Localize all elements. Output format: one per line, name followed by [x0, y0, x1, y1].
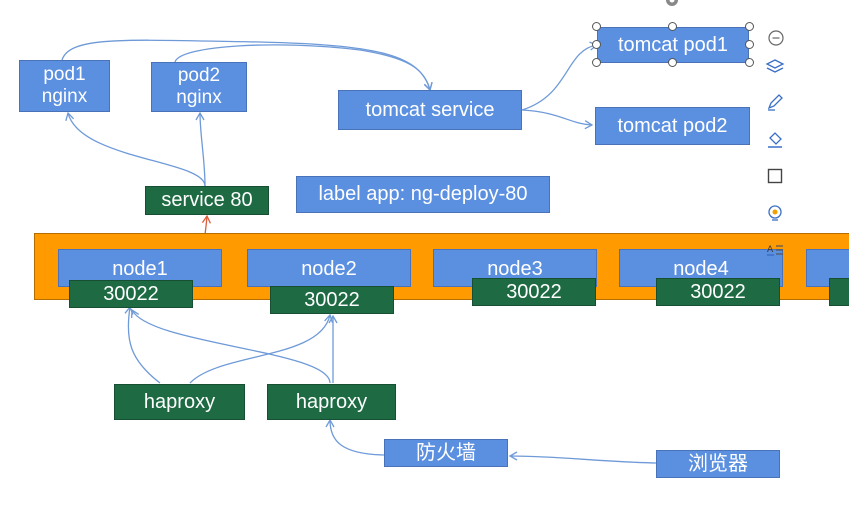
node1-box[interactable]: node1	[58, 249, 222, 287]
node2-port: 30022	[304, 288, 360, 311]
tomcat-service-box[interactable]: tomcat service	[338, 90, 522, 130]
square-outline-icon	[767, 168, 783, 184]
haproxy1-to-node1-line	[124, 305, 161, 384]
service-to-pod1-line	[65, 111, 206, 187]
tomcat-service-label: tomcat service	[365, 98, 495, 121]
service-to-pod2-line	[195, 111, 206, 187]
text-format-icon: A	[767, 245, 783, 256]
pod1-app: nginx	[41, 86, 88, 107]
lightbulb-icon	[768, 205, 782, 221]
pen-button[interactable]	[764, 91, 786, 113]
tomcat-pod1-box[interactable]: tomcat pod1	[597, 27, 749, 63]
service80-box[interactable]: service 80	[145, 186, 269, 215]
node1-port-box[interactable]: 30022	[69, 280, 193, 308]
resize-handle-t[interactable]	[668, 22, 677, 31]
layers-icon	[765, 59, 785, 73]
node2-box[interactable]: node2	[247, 249, 411, 287]
collapse-button[interactable]	[765, 27, 787, 49]
tomcat-pod1-label: tomcat pod1	[617, 33, 729, 56]
haproxy2-to-node1-line	[131, 308, 331, 384]
resize-handle-tl[interactable]	[592, 22, 601, 31]
node4-port: 30022	[690, 280, 746, 303]
resize-handle-b[interactable]	[668, 58, 677, 67]
resize-handle-l[interactable]	[592, 40, 601, 49]
effects-button[interactable]	[764, 202, 786, 224]
svg-text:A: A	[767, 245, 774, 255]
rotate-handle-icon[interactable]	[662, 0, 682, 10]
paint-bucket-icon	[768, 132, 782, 148]
resize-handle-br[interactable]	[745, 58, 754, 67]
service80-label: service 80	[161, 189, 253, 211]
haproxy1-to-node2-line	[189, 313, 333, 384]
pod2-to-tomcat-line	[174, 44, 433, 92]
text-format-button[interactable]: A	[764, 240, 786, 262]
resize-handle-bl[interactable]	[592, 58, 601, 67]
browser-box[interactable]: 浏览器	[656, 450, 780, 478]
node1-port: 30022	[103, 282, 159, 305]
node1-label: node1	[112, 258, 168, 280]
fill-button[interactable]	[764, 128, 786, 150]
node3-port-box[interactable]: 30022	[472, 278, 596, 306]
label-app-text: label app: ng-deploy-80	[318, 183, 528, 205]
firewall-box[interactable]: 防火墙	[384, 439, 508, 467]
haproxy1-box[interactable]: haproxy	[114, 384, 245, 420]
node2-label: node2	[301, 258, 357, 280]
browser-to-firewall-line	[508, 451, 658, 464]
pod2-app: nginx	[176, 87, 222, 108]
minus-circle-icon	[768, 30, 784, 46]
pod1-name: pod1	[43, 64, 86, 86]
tomcat-to-pod1-line	[521, 41, 599, 111]
pen-icon	[767, 94, 783, 111]
tomcat-pod2-label: tomcat pod2	[617, 114, 728, 137]
node2-port-box[interactable]: 30022	[270, 286, 394, 314]
label-app-box[interactable]: label app: ng-deploy-80	[296, 176, 550, 213]
firewall-label: 防火墙	[416, 441, 476, 464]
node5-port-partial[interactable]	[829, 278, 849, 306]
border-button[interactable]	[764, 165, 786, 187]
resize-handle-r[interactable]	[745, 40, 754, 49]
tomcat-pod2-box[interactable]: tomcat pod2	[595, 107, 750, 145]
haproxy2-box[interactable]: haproxy	[267, 384, 396, 420]
node3-label: node3	[487, 258, 543, 280]
haproxy2-label: haproxy	[295, 390, 368, 413]
pod2-name: pod2	[177, 65, 221, 87]
resize-handle-tr[interactable]	[745, 22, 754, 31]
pod2-box[interactable]: pod2 nginx	[151, 62, 247, 112]
firewall-to-haproxy-line	[325, 418, 389, 456]
tomcat-to-pod2-line	[521, 109, 594, 130]
node4-port-box[interactable]: 30022	[656, 278, 780, 306]
browser-label: 浏览器	[688, 452, 748, 475]
haproxy1-label: haproxy	[143, 390, 216, 413]
node3-port: 30022	[506, 280, 562, 303]
node4-label: node4	[673, 258, 729, 280]
layers-button[interactable]	[764, 56, 786, 78]
pod1-box[interactable]: pod1 nginx	[19, 60, 110, 112]
